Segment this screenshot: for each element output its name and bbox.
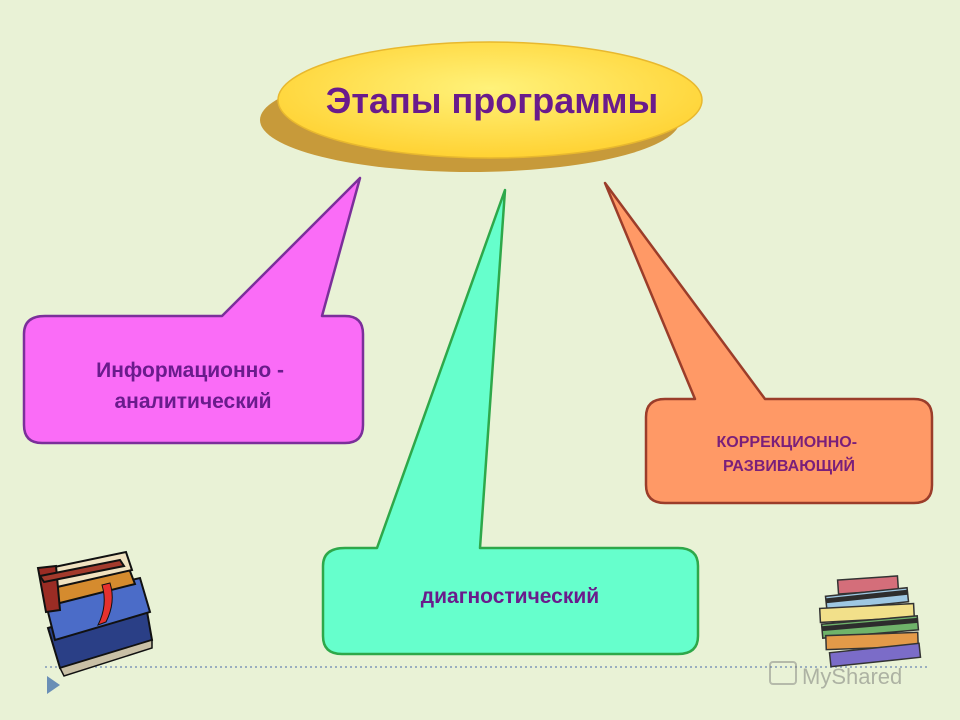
stage-label-line-1: Информационно - — [96, 359, 284, 382]
stage-diagnostic: диагностический — [321, 188, 700, 656]
stage-label-line-1: диагностический — [421, 585, 599, 608]
stage-label: КОРРЕКЦИОННО- РАЗВИВАЮЩИЙ — [717, 434, 862, 475]
stage-label-line-1: КОРРЕКЦИОННО- — [717, 434, 858, 451]
stage-callout-shape — [321, 188, 700, 656]
triangle-right-icon[interactable] — [47, 676, 60, 694]
stage-callout-shape — [603, 181, 934, 505]
stacked-books-icon — [36, 550, 154, 677]
title-node: Этапы программы — [260, 41, 703, 172]
stacked-books-icon — [818, 575, 922, 668]
stage-label: Информационно - аналитический — [96, 359, 290, 413]
stage-informational-analytic: Информационно - аналитический — [22, 176, 365, 445]
watermark-icon — [769, 661, 797, 685]
stage-label: диагностический — [421, 585, 599, 608]
watermark: MyShared — [769, 661, 902, 689]
stage-correctional-developing: КОРРЕКЦИОННО- РАЗВИВАЮЩИЙ — [603, 181, 934, 505]
stage-callout-shape — [22, 176, 365, 445]
title-ellipse — [277, 41, 703, 159]
stage-label-line-2: аналитический — [114, 390, 271, 413]
watermark-text: MyShared — [802, 664, 902, 689]
stage-label-line-2: РАЗВИВАЮЩИЙ — [723, 456, 855, 475]
page-title: Этапы программы — [326, 80, 659, 121]
